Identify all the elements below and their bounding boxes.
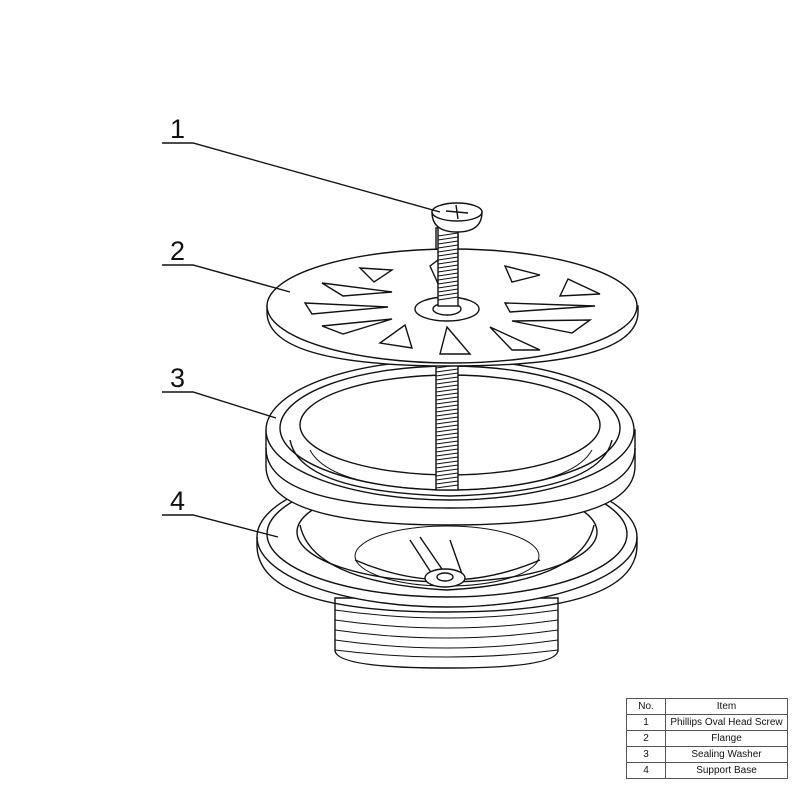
thread-line — [437, 232, 459, 237]
thread-line — [435, 464, 459, 469]
header-item: Item — [665, 698, 788, 715]
row-item: Sealing Washer — [665, 746, 788, 763]
thread-line — [435, 432, 459, 437]
parts-table-header: No. Item — [626, 698, 788, 715]
row-no: 3 — [626, 746, 666, 763]
thread-line — [435, 444, 459, 449]
thread-line — [437, 276, 459, 281]
svg-text:4: 4 — [170, 486, 185, 516]
thread-line — [435, 420, 459, 425]
thread-line — [437, 240, 459, 245]
thread-line — [437, 252, 459, 257]
row-item: Phillips Oval Head Screw — [665, 714, 788, 731]
table-row: 1 Phillips Oval Head Screw — [626, 714, 788, 731]
parts-table: No. Item 1 Phillips Oval Head Screw 2 Fl… — [626, 698, 788, 779]
callout-2: 2 — [162, 236, 291, 293]
thread-line — [435, 424, 459, 429]
thread-line — [435, 484, 459, 489]
phillips-cross-icon — [445, 204, 469, 220]
thread-line — [435, 404, 459, 409]
callout-3: 3 — [162, 363, 277, 419]
thread-line — [435, 388, 459, 393]
thread-line — [435, 472, 459, 477]
thread-line — [435, 460, 459, 465]
thread-line — [437, 260, 459, 265]
thread-line — [435, 428, 459, 433]
thread-line — [437, 236, 459, 241]
thread-line — [437, 244, 459, 249]
table-row: 2 Flange — [626, 730, 788, 747]
table-row: 4 Support Base — [626, 762, 788, 779]
thread-line — [435, 452, 459, 457]
header-no: No. — [626, 698, 666, 715]
row-no: 1 — [626, 714, 666, 731]
callout-1: 1 — [162, 114, 441, 213]
thread-line — [435, 456, 459, 461]
thread-line — [435, 440, 459, 445]
thread-line — [435, 436, 459, 441]
svg-text:2: 2 — [170, 236, 185, 266]
screw-shaft-upper — [437, 225, 459, 307]
thread-line — [437, 296, 459, 301]
thread-line — [435, 412, 459, 417]
table-row: 3 Sealing Washer — [626, 746, 788, 763]
thread-line — [437, 272, 459, 277]
thread-line — [435, 384, 459, 389]
thread-line — [435, 416, 459, 421]
svg-text:1: 1 — [170, 114, 185, 144]
thread-line — [435, 376, 459, 381]
thread-line — [435, 400, 459, 405]
thread-line — [437, 280, 459, 285]
row-no: 2 — [626, 730, 666, 747]
thread-line — [435, 468, 459, 473]
thread-line — [435, 392, 459, 397]
thread-line — [437, 268, 459, 273]
thread-line — [435, 372, 459, 377]
thread-line — [435, 396, 459, 401]
thread-line — [437, 248, 459, 253]
row-no: 4 — [626, 762, 666, 779]
row-item: Support Base — [665, 762, 788, 779]
svg-text:3: 3 — [170, 363, 185, 393]
thread-line — [435, 368, 459, 373]
thread-line — [435, 448, 459, 453]
row-item: Flange — [665, 730, 788, 747]
thread-line — [435, 380, 459, 385]
thread-line — [437, 292, 459, 297]
callout-4: 4 — [162, 486, 279, 538]
thread-line — [435, 408, 459, 413]
thread-line — [437, 284, 459, 289]
thread-line — [437, 264, 459, 269]
thread-line — [437, 288, 459, 293]
thread-line — [437, 256, 459, 261]
thread-line — [435, 480, 459, 485]
phillips-oval-head-screw — [431, 202, 483, 233]
thread-line — [435, 476, 459, 481]
